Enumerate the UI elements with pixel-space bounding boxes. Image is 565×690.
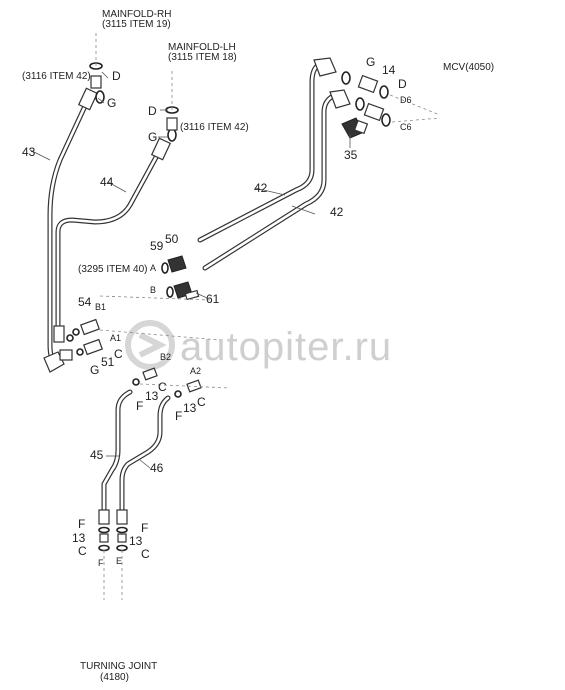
fitting-elbow-43: [43, 349, 73, 373]
callout-42-b: 42: [330, 205, 344, 219]
fitting-44-bottom: [53, 325, 74, 343]
mainfold-lh-label: MAINFOLD-LH: [168, 42, 236, 53]
callout-c-left: C: [158, 380, 167, 394]
plug-35: [341, 117, 369, 139]
callout-c-mid: C: [114, 347, 123, 361]
hose-45: [101, 389, 133, 515]
callout-a2: A2: [190, 366, 201, 376]
fitting-bottom-right: [116, 509, 128, 552]
hose-42-lower: [202, 92, 338, 271]
callout-44: 44: [100, 175, 114, 189]
callout-c-right: C: [197, 395, 206, 409]
callout-b1: B1: [95, 302, 106, 312]
callout-f-left: F: [136, 399, 143, 413]
callout-g-top-left: G: [107, 96, 116, 110]
callout-a1: A1: [110, 333, 121, 343]
callout-51: 51: [101, 355, 115, 369]
callout-f-bot-right: F: [141, 521, 148, 535]
callout-42-a: 42: [254, 181, 268, 195]
mcv-label: MCV(4050): [443, 62, 494, 73]
mainfold-rh-label: MAINFOLD-RH: [102, 9, 171, 20]
fitting-54: [72, 318, 100, 336]
callout-d-top-mid: D: [148, 104, 157, 118]
callout-13-bot-right: 13: [129, 534, 143, 548]
watermark-text: autopiter.ru: [180, 325, 392, 369]
fitting-51: [76, 338, 103, 356]
callout-g-mid: G: [90, 363, 99, 377]
ref-3116-left: (3116 ITEM 42): [22, 71, 91, 82]
connection-lines: [95, 30, 441, 600]
leader-lines: [29, 71, 351, 469]
watermark: autopiter.ru: [125, 320, 392, 370]
callout-port-e: E: [116, 556, 122, 566]
callout-54: 54: [78, 295, 92, 309]
callout-13-bot-left: 13: [72, 531, 86, 545]
callout-f-bot-left: F: [78, 517, 85, 531]
callout-d6: D6: [400, 95, 412, 105]
callout-g-top-mid: G: [148, 130, 157, 144]
callout-45: 45: [90, 448, 104, 462]
ref-3295: (3295 ITEM 40): [78, 264, 147, 275]
cap-mainfold-lh: [165, 106, 179, 131]
callout-d-top-left: D: [112, 69, 121, 83]
callout-b2: B2: [160, 352, 171, 362]
ref-3116-right: (3116 ITEM 42): [180, 122, 249, 133]
callout-61: 61: [206, 292, 220, 306]
callout-c-bot-left: C: [78, 544, 87, 558]
turning-joint-ref: (4180): [100, 672, 129, 683]
mainfold-rh-ref: (3115 ITEM 19): [102, 19, 171, 30]
callout-b-small: B: [150, 285, 156, 295]
callout-14: 14: [382, 63, 396, 77]
fitting-43-top: [77, 87, 105, 111]
callout-50: 50: [165, 232, 179, 246]
callout-46: 46: [150, 461, 164, 475]
callout-a-small: A: [150, 263, 156, 273]
callout-13-left: 13: [145, 389, 159, 403]
fitting-mcv-lower: [329, 89, 391, 127]
cap-mainfold-rh: [89, 62, 103, 89]
fitting-b2: [132, 367, 158, 386]
callout-59: 59: [150, 239, 164, 253]
callout-g-mcv: G: [366, 55, 375, 69]
callout-d-mcv: D: [398, 77, 407, 91]
hose-46: [119, 395, 171, 515]
hose-42-upper: [197, 62, 321, 243]
mainfold-lh-ref: (3115 ITEM 18): [168, 52, 237, 63]
fitting-mcv-upper: [313, 57, 389, 99]
hose-44: [55, 147, 163, 343]
callout-c6: C6: [400, 122, 412, 132]
callout-13-right: 13: [183, 401, 197, 415]
callout-port-f: F: [98, 558, 104, 568]
fitting-block-59-50: [161, 255, 200, 301]
turning-joint-label: TURNING JOINT: [80, 661, 157, 672]
callout-f-right: F: [175, 409, 182, 423]
fitting-bottom-left: [98, 509, 110, 552]
callout-43: 43: [22, 145, 36, 159]
callout-c-bot-right: C: [141, 547, 150, 561]
callout-35: 35: [344, 148, 358, 162]
